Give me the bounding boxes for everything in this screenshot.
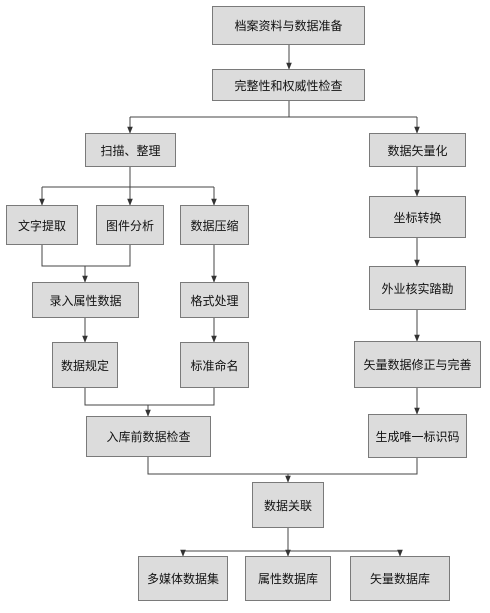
node-unique-id: 生成唯一标识码 (368, 414, 467, 458)
node-data-spec: 数据规定 (52, 342, 118, 388)
node-data-vectorize: 数据矢量化 (369, 133, 466, 167)
node-text-extract: 文字提取 (6, 205, 78, 245)
node-field-verify: 外业核实踏勘 (369, 266, 466, 310)
node-attribute-db: 属性数据库 (245, 556, 331, 601)
node-format-process: 格式处理 (180, 282, 249, 318)
node-vector-fix: 矢量数据修正与完善 (354, 341, 481, 388)
node-attr-entry: 录入属性数据 (32, 282, 139, 318)
node-pre-storage-check: 入库前数据检查 (86, 416, 211, 457)
node-standard-naming: 标准命名 (180, 342, 249, 388)
node-vector-db: 矢量数据库 (350, 556, 450, 601)
split-line-data-link (183, 528, 400, 552)
node-data-compress: 数据压缩 (180, 205, 249, 245)
split-line-scan (42, 167, 214, 188)
node-data-link: 数据关联 (252, 482, 324, 528)
merge-line-text-figure (41, 245, 131, 267)
split-line-check (130, 101, 417, 118)
node-integrity-check: 完整性和权威性检查 (212, 69, 365, 101)
node-figure-analysis: 图件分析 (96, 205, 164, 245)
node-coord-transform: 坐标转换 (369, 196, 466, 238)
node-multimedia-db: 多媒体数据集 (138, 556, 228, 601)
node-scan-organize: 扫描、整理 (85, 133, 176, 167)
merge-line-spec-naming (84, 388, 215, 406)
merge-line-to-link (147, 457, 418, 475)
node-archive-prep: 档案资料与数据准备 (212, 6, 365, 45)
